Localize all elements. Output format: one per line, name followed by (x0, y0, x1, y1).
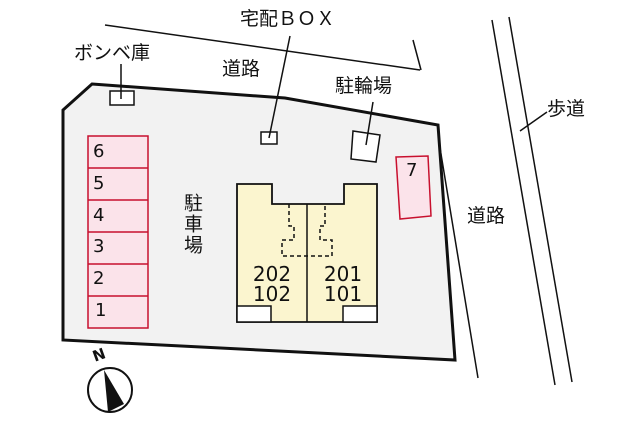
sidewalk-line-left (491, 19, 556, 386)
road-right-label: 道路 (467, 205, 506, 227)
parking-slot-5: 5 (93, 173, 105, 194)
gas-cylinder-storage-label: ボンベ庫 (74, 42, 151, 64)
delivery-box-leader-line (268, 35, 291, 139)
sidewalk-label: 歩道 (547, 98, 586, 120)
unit-101-label: 101 (323, 282, 363, 306)
bicycle-parking-label: 駐輪場 (335, 75, 393, 97)
parking-slot-2: 2 (93, 268, 105, 289)
gas-cylinder-storage-box (109, 90, 135, 106)
sidewalk-leader-line (519, 111, 548, 132)
unit-202-label: 202 (252, 262, 292, 286)
road-top-corner-line (412, 39, 422, 71)
parking-slots-1-6 (87, 135, 149, 329)
parking-slot-7 (395, 155, 432, 220)
parking-slot-6: 6 (93, 141, 105, 162)
road-top-boundary-line (104, 24, 421, 71)
delivery-box-label: 宅配ＢＯＸ (240, 8, 336, 30)
sidewalk-line-right (508, 16, 573, 383)
road-top-label: 道路 (222, 58, 261, 80)
parking-lot-label: 駐車場 (181, 193, 203, 256)
parking-slot-4: 4 (93, 205, 105, 226)
unit-102-label: 102 (252, 282, 292, 306)
bicycle-parking-area (350, 130, 381, 163)
bicycle-parking-leader-line (365, 101, 374, 146)
unit-201-label: 201 (323, 262, 363, 286)
parking-slot-3: 3 (93, 236, 105, 257)
road-right-boundary-line (439, 147, 479, 379)
parking-slot-1: 1 (95, 300, 107, 321)
parking-slot-7-label: 7 (406, 160, 418, 181)
apartment-building (236, 183, 378, 323)
north-arrow-icon (87, 367, 133, 413)
